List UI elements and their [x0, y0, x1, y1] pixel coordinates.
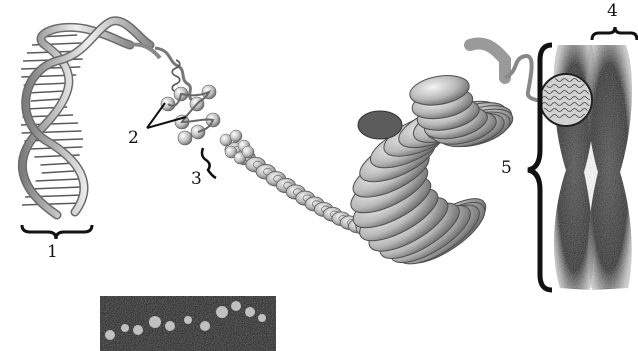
electron-micrograph — [100, 296, 276, 351]
base-pair-rung — [36, 179, 79, 181]
micrograph-bead — [231, 301, 241, 311]
bracket-4 — [592, 27, 637, 40]
micrograph-bead — [200, 321, 210, 331]
micrograph-bead — [216, 306, 228, 318]
label-3: 3 — [191, 171, 202, 188]
brackets — [22, 27, 637, 290]
supercoil-core — [358, 111, 402, 139]
micrograph-bead — [165, 321, 175, 331]
bracket-3 — [202, 148, 216, 178]
micrograph-bead — [105, 330, 115, 340]
supercoiled-chromatin — [344, 43, 517, 274]
label-2: 2 — [128, 130, 139, 147]
label-4: 4 — [607, 3, 618, 20]
base-pair-rung — [31, 99, 61, 101]
micrograph-bead — [121, 324, 129, 332]
metaphase-chromosome — [540, 45, 638, 293]
base-pair-rung — [30, 187, 82, 189]
bracket-1 — [22, 225, 92, 239]
label-5: 5 — [501, 160, 512, 177]
base-pair-rung — [42, 171, 75, 173]
fiber-bead — [230, 130, 242, 142]
base-pair-rung — [22, 203, 82, 205]
micrograph-bead — [184, 316, 192, 324]
micrograph-bead — [258, 314, 266, 322]
nucleosome-bead — [178, 131, 192, 145]
fiber-bead — [242, 146, 254, 158]
micrograph-bead — [149, 316, 161, 328]
micrograph-bead — [245, 307, 255, 317]
label-1: 1 — [47, 244, 58, 261]
supercoil-tail — [470, 43, 505, 78]
dna-double-helix — [21, 21, 160, 215]
micrograph-bead — [133, 325, 143, 335]
base-pair-rung — [28, 91, 65, 93]
